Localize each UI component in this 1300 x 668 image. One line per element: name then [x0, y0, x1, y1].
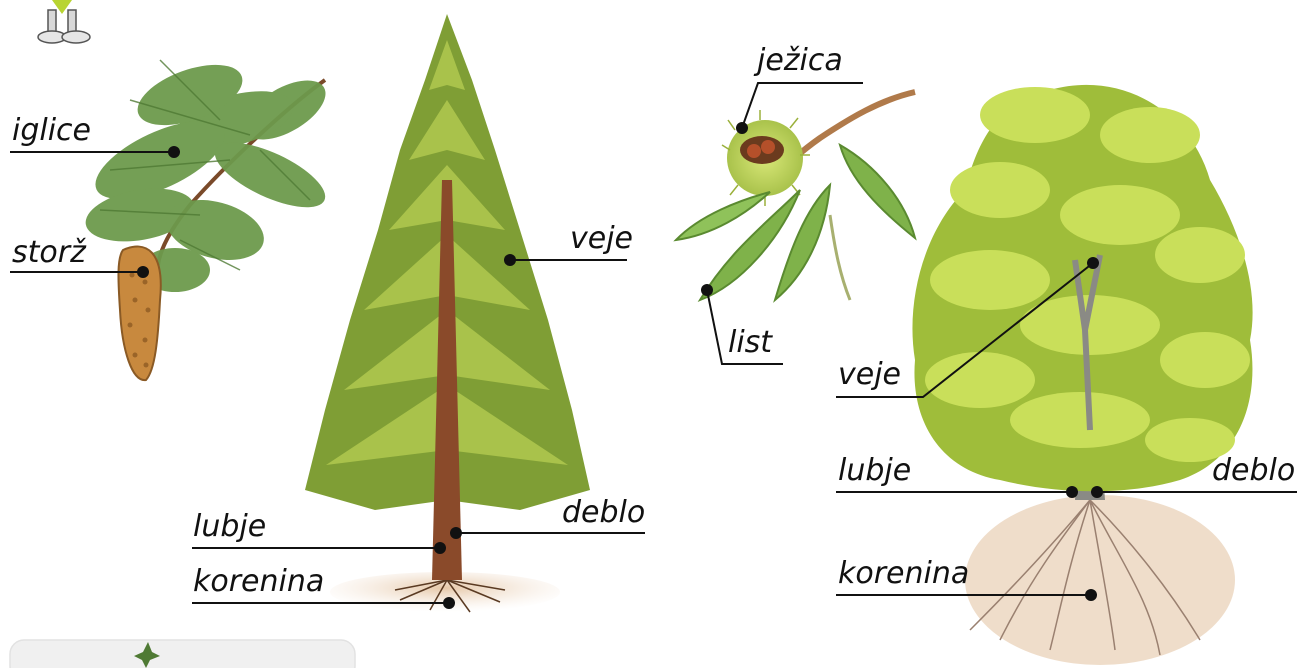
label-spruce-trunk: deblo	[562, 495, 645, 530]
label-chestnut-roots: korenina	[838, 556, 969, 591]
spruce-branch-illustration	[81, 53, 334, 380]
label-spruce-branches: veje	[570, 221, 633, 256]
label-spruce-bark: lubje	[193, 509, 266, 544]
label-needles: iglice	[12, 113, 91, 148]
label-chestnut-branches: veje	[838, 357, 901, 392]
label-leaf: list	[728, 325, 773, 360]
label-chestnut-bark: lubje	[838, 453, 911, 488]
label-chestnut-trunk: deblo	[1212, 453, 1295, 488]
label-spruce-roots: korenina	[193, 564, 324, 599]
chestnut-branch-illustration	[676, 92, 915, 300]
label-burr: ježica	[753, 43, 843, 78]
label-cone: storž	[12, 235, 87, 270]
spruce-tree-illustration	[305, 14, 590, 612]
mascot-feet-icon	[38, 0, 90, 43]
next-card-fragment	[10, 640, 355, 668]
